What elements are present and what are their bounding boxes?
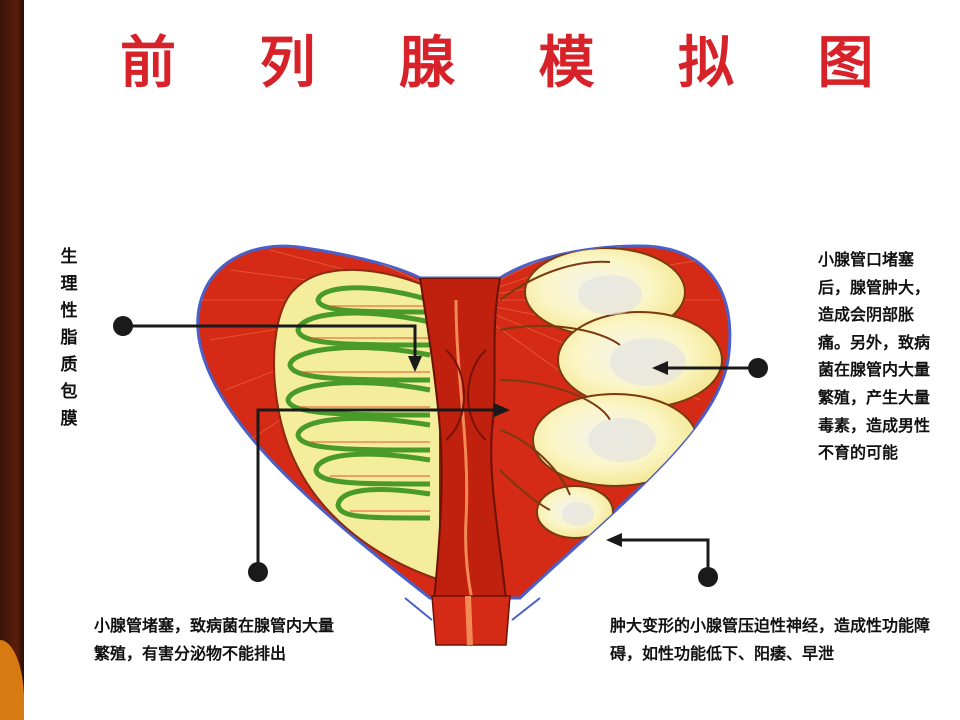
label-blocked-duct: 小腺管堵塞，致病菌在腺管内大量繁殖，有害分泌物不能排出 [94,616,335,663]
left-gland-zone [273,268,441,582]
slide-left-bar [0,0,24,720]
left-duct-red-fibers [300,305,430,512]
left-gland-ducts [285,285,431,521]
urethra-neck-lumen [465,595,473,646]
label-compressed-nerve: 肿大变形的小腺管压迫性神经，造成性功能障碍，如性功能低下、阳痿、早泄 [610,616,931,663]
callout-blocked-duct [248,403,510,582]
capsule-neck-lines [404,597,541,621]
callout-compressed-nerve [606,533,718,587]
urethra-lumen [454,299,474,598]
urethra [418,277,508,598]
label-capsule: 生理性脂质包膜 [60,247,78,429]
callout-capsule [113,316,422,372]
urethra-valve [445,349,487,441]
callout-blocked-outlet [652,358,768,378]
page-title: 前 列 腺 模 拟 图 [120,30,906,96]
label-blocked-outlet: 小腺管口堵塞后，腺管肿大，造成会阴部胀痛。另外，致病菌在腺管内大量繁殖，产生大量… [818,250,931,463]
